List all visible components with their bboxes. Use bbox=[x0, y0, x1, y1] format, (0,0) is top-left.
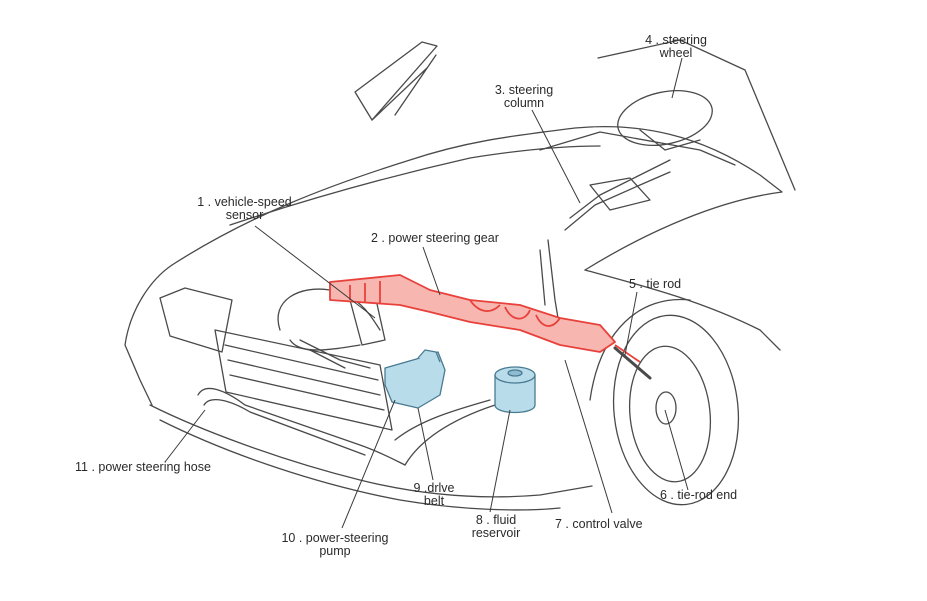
leader-vehicle-speed-sensor bbox=[254, 225, 376, 319]
power-steering-hose-line bbox=[197, 387, 406, 466]
pressure-line bbox=[394, 399, 491, 441]
tie-rod-shaft bbox=[614, 344, 641, 363]
label-drive-belt-line1: 9 .drlve bbox=[413, 481, 455, 495]
engine-bits bbox=[299, 339, 371, 369]
return-line bbox=[404, 394, 521, 466]
label-tie-rod: 5 . tie rod bbox=[629, 278, 681, 291]
windshield-outline bbox=[354, 41, 438, 121]
power-steering-hose-line-2 bbox=[203, 399, 366, 456]
fender-arch bbox=[589, 298, 691, 401]
label-tie-rod-end-line1: 6 . tie-rod end bbox=[660, 488, 738, 502]
label-power-steering-gear: 2 . power steering gear bbox=[371, 232, 499, 245]
label-tie-rod-end: 6 . tie-rod end bbox=[660, 489, 737, 502]
roof-right bbox=[597, 39, 796, 191]
hose-left-2 bbox=[289, 339, 361, 351]
label-fluid-reservoir: 8 . fluid reservoir bbox=[458, 514, 534, 540]
label-vehicle-speed-sensor: 1 . vehicle-speed sensor bbox=[182, 196, 307, 222]
fender-right bbox=[584, 269, 781, 351]
leader-steering-wheel bbox=[671, 57, 683, 99]
a-pillar bbox=[371, 54, 437, 121]
fluid-reservoir bbox=[494, 366, 536, 414]
steering-wheel-spokes bbox=[639, 129, 701, 151]
hood-outline bbox=[171, 125, 783, 271]
leader-steering-column bbox=[531, 109, 581, 204]
hood-inner bbox=[229, 145, 601, 226]
steering-wheel-rim bbox=[617, 90, 713, 146]
label-fluid-reservoir-line2: reservoir bbox=[471, 526, 521, 540]
bumper-lower bbox=[159, 419, 561, 511]
label-control-valve-line1: 7 . control valve bbox=[555, 517, 643, 531]
label-steering-wheel: 4 . steering wheel bbox=[636, 34, 716, 60]
leader-fluid-reservoir bbox=[489, 409, 511, 513]
label-steering-wheel-line1: 4 . steering bbox=[645, 33, 707, 47]
label-power-steering-hose: 11 . power steering hose bbox=[75, 461, 211, 474]
dashboard bbox=[539, 131, 736, 166]
tie-rod bbox=[613, 346, 652, 380]
label-steering-column-line1: 3. steering bbox=[494, 83, 554, 97]
tire bbox=[612, 314, 740, 506]
label-power-steering-pump-line2: pump bbox=[319, 544, 351, 558]
label-power-steering-gear-line1: 2 . power steering gear bbox=[371, 231, 499, 245]
leader-power-steering-hose bbox=[164, 409, 206, 463]
wheel-hub bbox=[655, 391, 677, 425]
leader-control-valve bbox=[564, 359, 613, 514]
label-power-steering-pump-line1: 10 . power-steering bbox=[281, 531, 389, 545]
power-steering-gear bbox=[329, 274, 641, 363]
leader-tie-rod-end bbox=[664, 409, 689, 491]
leader-power-steering-gear bbox=[422, 246, 441, 296]
leader-tie-rod bbox=[624, 291, 638, 356]
fender-left bbox=[124, 264, 173, 406]
label-drive-belt: 9 .drlve belt bbox=[402, 482, 466, 508]
label-control-valve: 7 . control valve bbox=[555, 518, 643, 531]
label-vehicle-speed-sensor-line2: sensor bbox=[225, 208, 264, 222]
tire-inner bbox=[628, 345, 712, 483]
power-steering-pump bbox=[384, 349, 446, 409]
column-bracket bbox=[589, 177, 651, 211]
label-power-steering-pump: 10 . power-steering pump bbox=[270, 532, 400, 558]
steering-column bbox=[564, 159, 671, 231]
bumper bbox=[149, 404, 593, 498]
label-tie-rod-line1: 5 . tie rod bbox=[629, 277, 682, 291]
label-power-steering-hose-line1: 11 . power steering hose bbox=[75, 460, 211, 474]
leader-power-steering-pump bbox=[341, 399, 396, 529]
label-steering-column: 3. steering column bbox=[484, 84, 564, 110]
label-steering-column-line2: column bbox=[503, 96, 545, 110]
label-steering-wheel-line2: wheel bbox=[659, 46, 693, 60]
headlight bbox=[159, 287, 233, 353]
radiator-inner bbox=[224, 344, 385, 411]
radiator bbox=[214, 329, 393, 431]
label-drive-belt-line2: belt bbox=[423, 494, 445, 508]
label-fluid-reservoir-line1: 8 . fluid bbox=[475, 513, 517, 527]
leader-drive-belt bbox=[417, 407, 434, 481]
label-vehicle-speed-sensor-line1: 1 . vehicle-speed bbox=[197, 195, 292, 209]
